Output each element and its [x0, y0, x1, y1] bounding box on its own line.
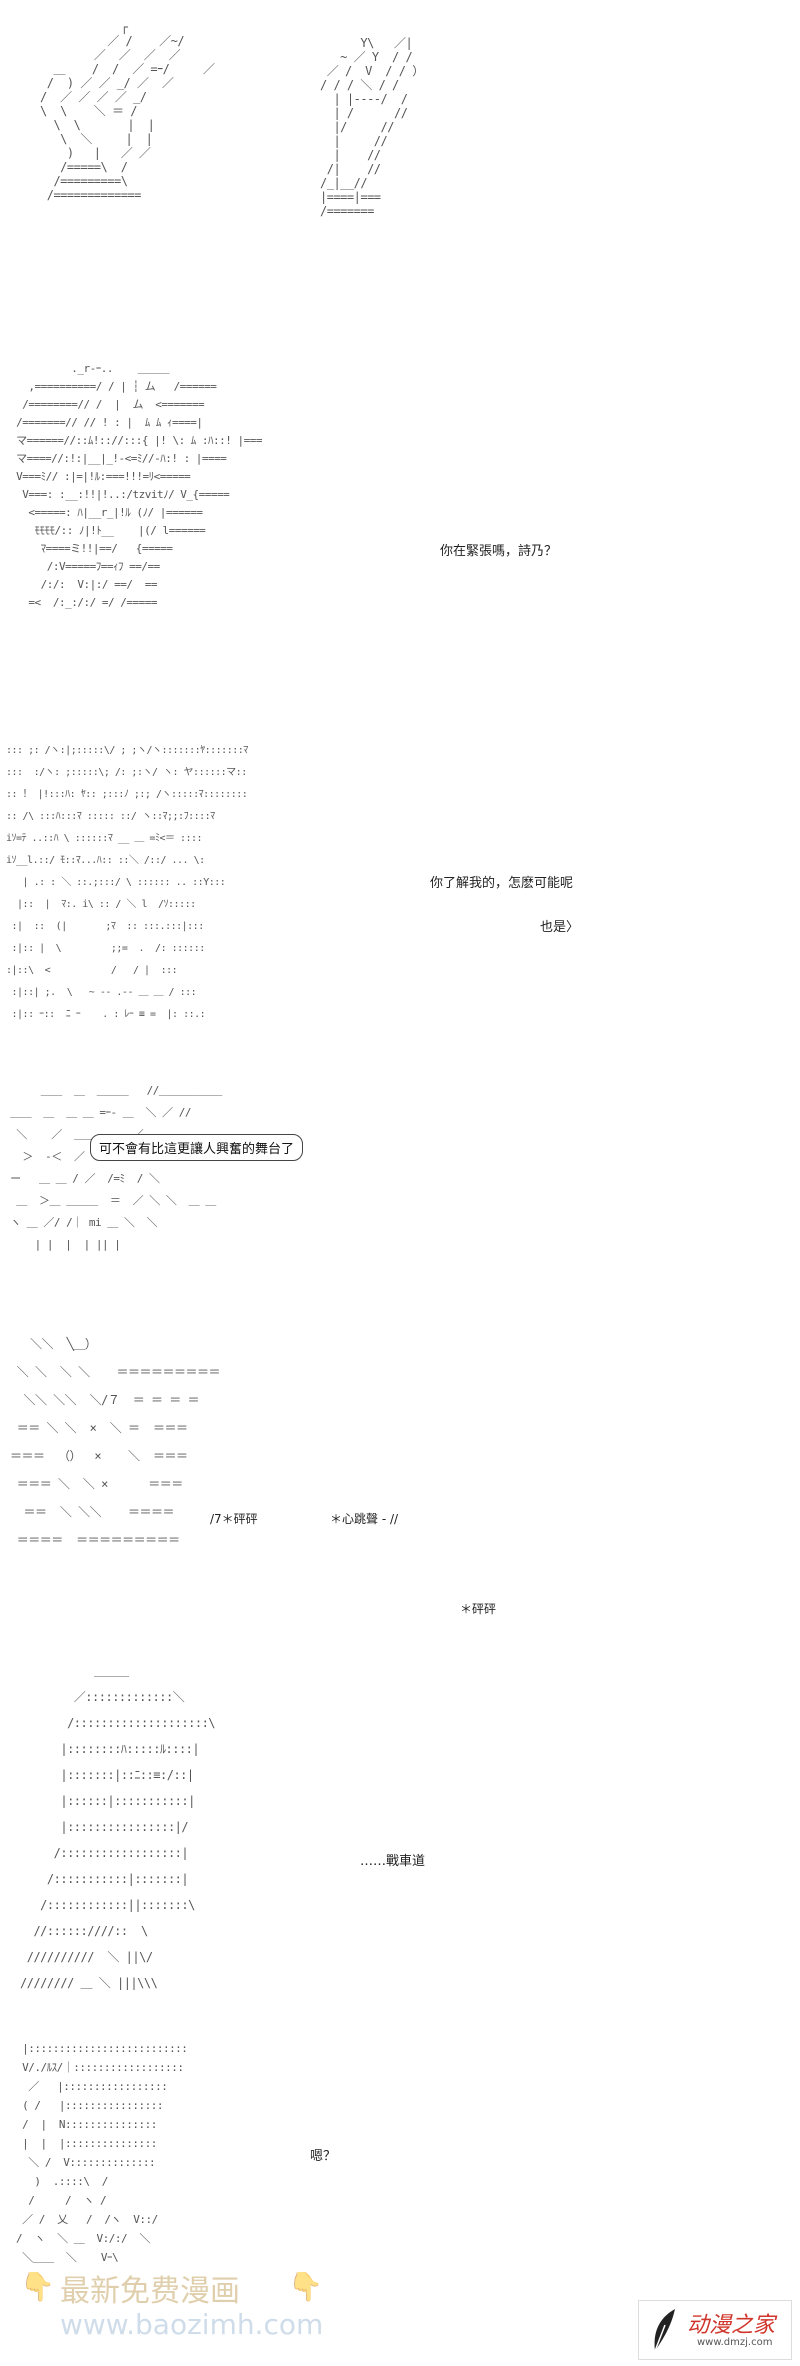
- logo-title: 动漫之家: [687, 2313, 776, 2338]
- quill-icon: [654, 2309, 675, 2352]
- site-logo: 动漫之家 www.dmzj.com: [638, 2300, 792, 2360]
- ascii-art-right-hand: Y\ ／| ~ ／ Y / / ／ / V / / ） / / / ＼ / / …: [320, 36, 424, 218]
- panel-7: |:::::::::::::::::::::::::: V/./ﾙｽ/｜::::…: [0, 2035, 800, 2275]
- panel-6: ＿＿＿ ／:::::::::::::＼ /:::::::::::::::::::…: [0, 1650, 800, 2030]
- speech-text-1: 你了解我的，怎麽可能呢: [430, 876, 574, 891]
- panel-hands: ┌ ／ / ／~/ ／ ／ ／ ／ ＿ / / ／ =ｰ/ ／ / ) ／ ／ …: [0, 0, 800, 330]
- ascii-art-character-face: ._r-ｰ.. ＿＿＿ ,==========/ / | ┆ ム /======…: [16, 362, 263, 609]
- watermark-line-2: www.baozimh.com: [60, 2308, 324, 2341]
- watermark-line-1: 最新免费漫画: [60, 2274, 240, 2309]
- sfx-text-1: /7＊砰砰: [210, 1512, 258, 1526]
- panel-4: ＿＿ ＿ ＿＿＿ //＿＿＿＿＿＿ ＿＿ ＿ ＿ ＿ =ｰ- ＿ ＼ ／ // …: [0, 1070, 800, 1290]
- ascii-art-left-hand: ┌ ／ / ／~/ ／ ／ ／ ／ ＿ / / ／ =ｰ/ ／ / ) ／ ／ …: [40, 20, 215, 202]
- speech-text: 嗯？: [310, 2149, 337, 2164]
- sfx-text-3: ＊砰砰: [460, 1602, 497, 1616]
- watermark: 👇 最新免费漫画 👇 www.baozimh.com: [20, 2266, 330, 2346]
- speech-balloon: 可不會有比這更讓人興奮的舞台了: [90, 1134, 304, 1161]
- ascii-art-burst: ＿＿ ＿ ＿＿＿ //＿＿＿＿＿＿ ＿＿ ＿ ＿ ＿ =ｰ- ＿ ＼ ／ // …: [10, 1084, 222, 1251]
- logo-url: www.dmzj.com: [697, 2337, 773, 2348]
- pointing-hand-icon: 👇: [20, 2270, 55, 2303]
- panel-5: ＼＼ ╲＿） ＼ ＼ ＼ ＼ ＝＝＝＝＝＝＝＝＝ ＼＼ ＼＼ ＼/７ ＝ ＝ ＝…: [0, 1310, 800, 1640]
- ascii-art-character-smile: ::: ;: /ヽ:|;:::::\/ ; ;ヽ/ヽ:::::::ﾔ::::::…: [6, 745, 248, 1020]
- speech-text-2: 也是〉: [540, 920, 580, 935]
- speech-text: 你在緊張嗎，詩乃？: [440, 544, 558, 559]
- speech-text: ……戰車道: [360, 1854, 426, 1869]
- ascii-art-character-back: ＿＿＿ ／:::::::::::::＼ /:::::::::::::::::::…: [20, 1664, 216, 1990]
- panel-3: ::: ;: /ヽ:|;:::::\/ ; ;ヽ/ヽ:::::::ﾔ::::::…: [0, 730, 800, 1070]
- ascii-art-character-turn: |:::::::::::::::::::::::::: V/./ﾙｽ/｜::::…: [16, 2042, 188, 2264]
- pointing-hand-icon: 👇: [288, 2270, 323, 2303]
- sfx-text-2: ＊心跳聲 - //: [330, 1512, 399, 1526]
- panel-2: ._r-ｰ.. ＿＿＿ ,==========/ / | ┆ ム /======…: [0, 340, 800, 720]
- ascii-art-heartbeat: ＼＼ ╲＿） ＼ ＼ ＼ ＼ ＝＝＝＝＝＝＝＝＝ ＼＼ ＼＼ ＼/７ ＝ ＝ ＝…: [10, 1337, 221, 1547]
